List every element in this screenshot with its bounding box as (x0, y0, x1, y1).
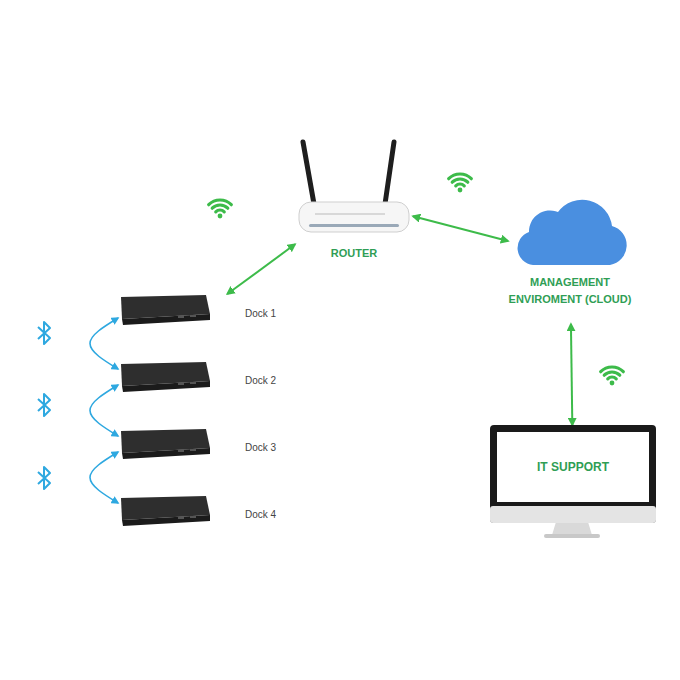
bluetooth-link (90, 385, 118, 436)
cloud-node: MANAGEMENT ENVIROMENT (CLOUD) (508, 190, 632, 324)
router-picture (295, 138, 413, 264)
monitor-node: IT SUPPORT (490, 425, 656, 523)
dock-node: Dock 4 (118, 495, 293, 527)
dock-label: Dock 2 (245, 374, 276, 388)
dock-node: Dock 1 (118, 294, 293, 326)
dock-node: Dock 2 (118, 361, 293, 393)
wifi-link (413, 216, 508, 241)
wifi-link (227, 244, 295, 294)
node-label: ROUTER (295, 246, 413, 260)
monitor-picture (490, 425, 656, 523)
bluetooth-link (90, 318, 118, 369)
monitor-stand (544, 522, 600, 538)
node-label: MANAGEMENT ENVIROMENT (CLOUD) (508, 274, 632, 308)
dock-label: Dock 4 (245, 508, 276, 522)
bluetooth-link (90, 452, 118, 503)
bluetooth-icon (38, 322, 50, 489)
dock-node: Dock 3 (118, 428, 293, 460)
router-node: ROUTER (295, 138, 413, 264)
dock-label: Dock 3 (245, 441, 276, 455)
dock-label: Dock 1 (245, 307, 276, 321)
wifi-link (571, 324, 572, 425)
node-label: IT SUPPORT (490, 460, 656, 474)
